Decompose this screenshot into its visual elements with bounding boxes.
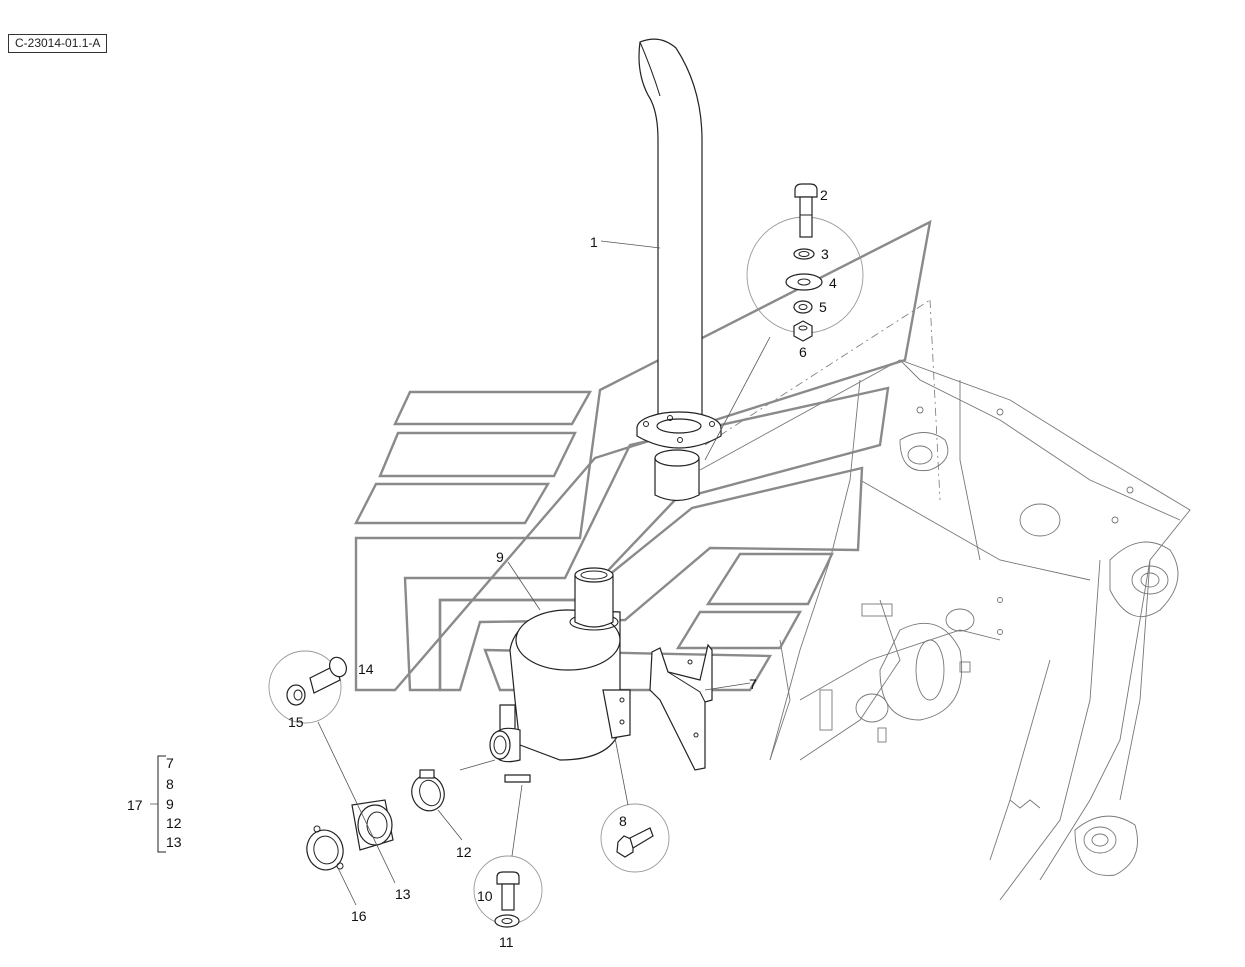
washer-15 — [286, 684, 306, 706]
washer-11 — [494, 914, 520, 928]
kit-17-bracket — [157, 755, 166, 853]
kit-17-label: 17 — [127, 797, 143, 813]
washer-3 — [793, 248, 815, 260]
bolt-10 — [496, 871, 520, 911]
callout-11: 11 — [499, 934, 514, 950]
kit-member: 8 — [166, 776, 174, 792]
drawing-reference: C-23014-01.1-A — [8, 34, 108, 53]
washer-4 — [785, 273, 823, 291]
lock-washer-5 — [793, 300, 813, 314]
kit-member: 13 — [166, 834, 182, 850]
guard-panel-outline — [354, 219, 932, 692]
kit-member: 9 — [166, 796, 174, 812]
detail-circle-bolt-8 — [600, 803, 670, 873]
callout-7: 7 — [749, 676, 757, 692]
callout-14: 14 — [358, 661, 374, 677]
callout-12: 12 — [456, 844, 472, 860]
callout-3: 3 — [821, 246, 829, 262]
callout-labels: 1 2 3 4 5 6 7 8 9 10 11 12 13 14 15 16 — [288, 187, 837, 950]
callout-15: 15 — [288, 714, 304, 730]
gasket-16 — [306, 825, 344, 871]
kit-member: 12 — [166, 815, 182, 831]
clamp-12 — [411, 769, 445, 812]
bolt-8 — [616, 827, 654, 858]
callout-9: 9 — [496, 549, 504, 565]
callout-10: 10 — [477, 888, 493, 904]
detail-circle-bolt-14 — [268, 650, 342, 724]
muffler — [489, 567, 631, 783]
callout-2: 2 — [820, 187, 828, 203]
nut-6 — [793, 320, 813, 342]
callout-16: 16 — [351, 908, 367, 924]
callout-13: 13 — [395, 886, 411, 902]
exhaust-stack-pipe — [636, 38, 722, 502]
leader-lines — [150, 240, 771, 906]
callout-6: 6 — [799, 344, 807, 360]
kit-member: 7 — [166, 755, 174, 771]
bolt-2 — [794, 183, 818, 238]
flange-gasket-13 — [351, 799, 394, 851]
kit-17: 17 7 8 9 12 13 — [127, 755, 182, 850]
muffler-bracket — [649, 643, 713, 771]
machine-frame — [699, 299, 1191, 901]
callout-5: 5 — [819, 299, 827, 315]
bolt-14 — [309, 656, 347, 694]
callout-8: 8 — [619, 813, 627, 829]
callout-4: 4 — [829, 275, 837, 291]
callout-1: 1 — [590, 234, 598, 250]
